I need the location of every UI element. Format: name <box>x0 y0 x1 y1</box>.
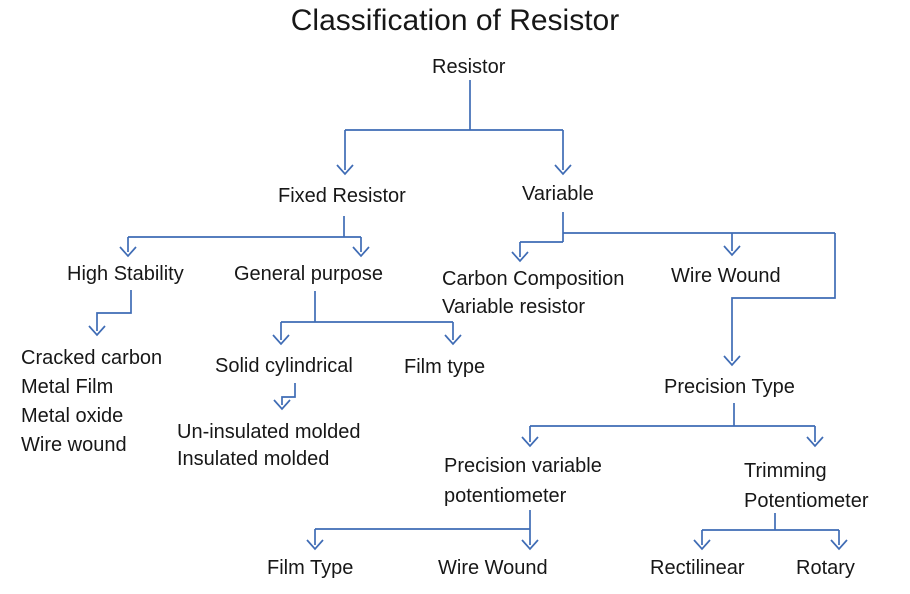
diagram-title: Classification of Resistor <box>290 4 620 37</box>
node-resistor: Resistor <box>432 56 506 78</box>
list-item: Un-insulated molded <box>177 421 361 443</box>
connector-precision-variable-children <box>306 510 539 551</box>
node-high-stability-types: Cracked carbon Metal Film Metal oxide Wi… <box>21 344 162 460</box>
list-item: Wire wound <box>21 434 127 456</box>
connector-precision-type-children <box>521 403 824 448</box>
list-item: Trimming <box>744 460 827 482</box>
node-wire-wound: Wire Wound <box>671 265 781 287</box>
list-item: Metal oxide <box>21 405 124 427</box>
node-carbon-composition: Carbon Composition Variable resistor <box>442 265 624 321</box>
connector-trimming-children <box>693 513 848 551</box>
node-high-stability: High Stability <box>67 263 184 285</box>
connector-resistor-children <box>336 80 572 176</box>
connector-variable-children <box>511 212 836 367</box>
node-solid-cylindrical: Solid cylindrical <box>215 355 353 377</box>
node-variable: Variable <box>522 183 594 205</box>
node-trimming-potentiometer: Trimming Potentiometer <box>744 456 869 516</box>
connector-general-purpose-children <box>272 291 462 346</box>
node-general-purpose: General purpose <box>234 263 383 285</box>
list-item: Insulated molded <box>177 448 330 470</box>
connector-solid-cylindrical-list <box>273 383 296 411</box>
node-rotary: Rotary <box>796 557 855 579</box>
list-item: Variable resistor <box>442 296 586 318</box>
list-item: Carbon Composition <box>442 268 625 290</box>
node-fixed-resistor: Fixed Resistor <box>278 185 406 207</box>
node-film-type: Film type <box>404 356 486 378</box>
node-molded-types: Un-insulated molded Insulated molded <box>177 419 360 473</box>
list-item: Metal Film <box>21 376 114 398</box>
node-rectilinear: Rectilinear <box>650 557 745 579</box>
node-precision-film-type: Film Type <box>267 557 354 579</box>
list-item: Potentiometer <box>744 490 869 512</box>
list-item: Precision variable <box>444 455 602 477</box>
connector-fixed-resistor-children <box>119 216 370 258</box>
connector-high-stability-list <box>88 290 132 337</box>
node-precision-variable: Precision variable potentiometer <box>444 451 602 511</box>
list-item: Cracked carbon <box>21 347 163 369</box>
node-precision-type: Precision Type <box>664 376 795 398</box>
list-item: potentiometer <box>444 485 567 507</box>
node-precision-wire-wound: Wire Wound <box>438 557 548 579</box>
